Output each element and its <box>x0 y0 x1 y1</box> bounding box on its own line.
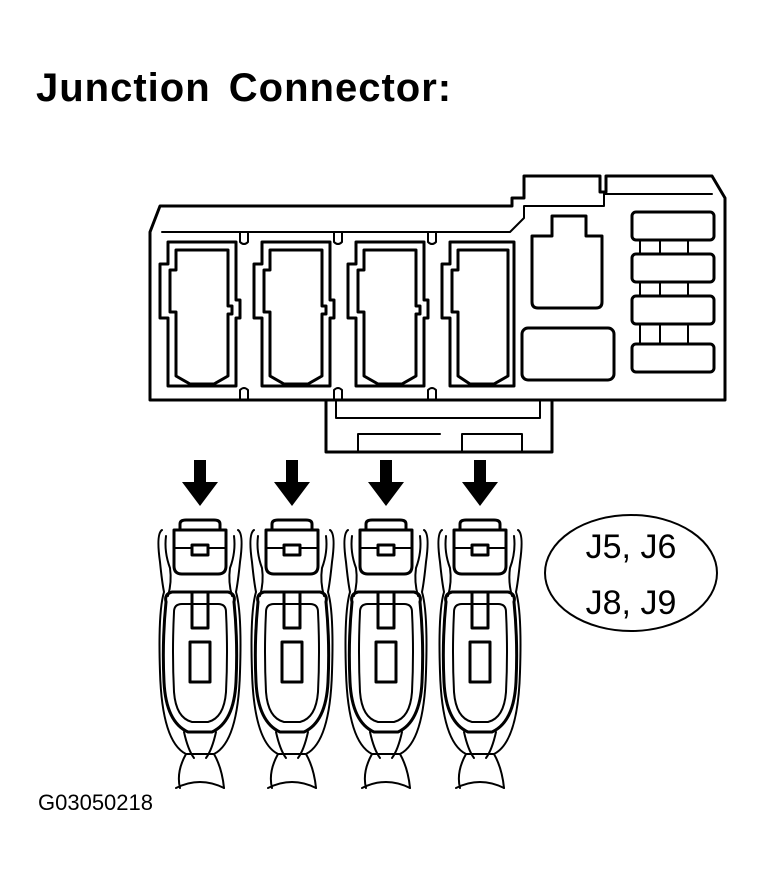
cavity-2 <box>252 240 336 388</box>
terminal-2 <box>248 518 336 790</box>
insertion-arrows <box>182 460 498 506</box>
cavity-3 <box>346 240 430 388</box>
arrow-down-icon <box>368 460 404 506</box>
connector-housing <box>148 174 727 454</box>
connector-id-line2: J8, J9 <box>586 584 677 622</box>
rect-pad <box>520 326 616 382</box>
terminal-4 <box>436 518 524 790</box>
stacked-blocks <box>630 210 716 374</box>
terminal-1 <box>156 518 244 790</box>
cavity-4 <box>440 240 516 388</box>
reference-code: G03050218 <box>38 790 153 815</box>
arrow-down-icon <box>182 460 218 506</box>
page-title: Junction Connector: <box>36 66 453 110</box>
small-cavity <box>530 214 604 310</box>
connector-id-line1: J5, J6 <box>586 528 677 566</box>
connector-id-ellipse <box>544 514 718 632</box>
terminal-3 <box>342 518 430 790</box>
cavity-1 <box>158 240 242 388</box>
arrow-down-icon <box>274 460 310 506</box>
arrow-down-icon <box>462 460 498 506</box>
